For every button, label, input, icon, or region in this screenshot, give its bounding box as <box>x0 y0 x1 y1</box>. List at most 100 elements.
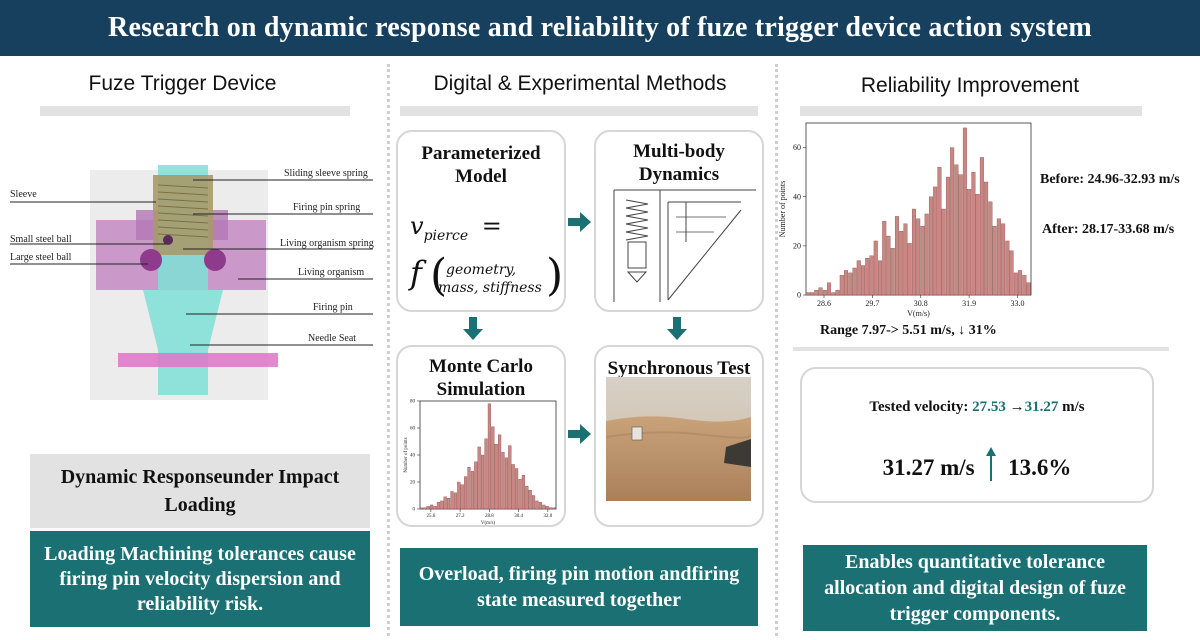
big-value-line: 31.27 m/s 13.6% <box>802 447 1152 481</box>
montecarlo-bar <box>470 471 474 510</box>
reliability-ylabel: Number of points <box>778 181 787 237</box>
label-living-organism-spring: Living organism spring <box>280 238 374 249</box>
formula-sub: pierce <box>423 227 469 244</box>
reliability-xtick-label: 28.6 <box>817 299 831 308</box>
reliability-xtick-label: 29.7 <box>865 299 879 308</box>
reliability-bar <box>996 218 1001 296</box>
reliability-bar <box>810 292 815 296</box>
reliability-ytick-label: 20 <box>793 242 801 251</box>
arrow-down-2 <box>667 317 687 340</box>
reliability-bar <box>992 226 997 296</box>
reliability-bar <box>865 257 870 296</box>
right-heading-underline <box>800 106 1142 116</box>
card-multibody-dynamics: Multi-body Dynamics <box>594 130 764 312</box>
montecarlo-ytick-label: 80 <box>410 400 416 405</box>
reliability-bar <box>1005 240 1010 296</box>
right-divider <box>793 347 1169 351</box>
formula-arg1: geometry, <box>446 262 517 278</box>
montecarlo-bar <box>511 464 515 510</box>
reliability-bar <box>814 289 819 296</box>
reliability-bar <box>971 171 976 296</box>
tested-velocity-card: Tested velocity: 27.53 →31.27 m/s 31.27 … <box>800 367 1154 503</box>
reliability-bar <box>950 147 955 296</box>
reliability-bar <box>911 208 916 296</box>
montecarlo-xtick-label: 32.0 <box>543 514 552 519</box>
label-small-steel-ball: Small steel ball <box>10 234 72 245</box>
tested-unit: m/s <box>1058 399 1085 415</box>
card4-title: Synchronous Test <box>607 358 751 379</box>
label-firing-pin: Firing pin <box>313 302 353 313</box>
reliability-bar <box>835 289 840 296</box>
montecarlo-xlabel: V(m/s) <box>481 521 496 526</box>
arrow-down-1 <box>463 317 483 340</box>
left-teal-box: Loading Machining tolerances cause firin… <box>30 531 370 627</box>
montecarlo-bar <box>464 476 468 510</box>
label-firing-pin-spring: Firing pin spring <box>293 202 360 213</box>
reliability-ytick-label: 0 <box>797 291 801 300</box>
reliability-xlabel: V(m/s) <box>907 309 930 318</box>
desert-test-photo <box>606 377 751 501</box>
montecarlo-bar <box>460 484 464 510</box>
reliability-xtick-label: 33.0 <box>1011 299 1025 308</box>
large-steel-ball-right <box>204 249 226 271</box>
montecarlo-bar <box>549 507 553 510</box>
reliability-bar <box>924 213 929 296</box>
after-range: After: 28.17-33.68 m/s <box>1042 222 1175 237</box>
montecarlo-xtick-label: 25.6 <box>427 514 436 519</box>
montecarlo-bar <box>487 403 491 510</box>
montecarlo-bar <box>515 468 519 510</box>
desert-scene <box>606 377 751 501</box>
reliability-bar <box>975 194 980 296</box>
reliability-bar <box>873 240 878 296</box>
montecarlo-bar <box>518 479 522 510</box>
multibody-sketch <box>613 189 756 302</box>
reliability-bar <box>903 223 908 296</box>
montecarlo-bar <box>535 500 539 510</box>
montecarlo-ytick-label: 0 <box>413 508 416 513</box>
reliability-bar <box>907 243 912 296</box>
montecarlo-ytick-label: 40 <box>410 454 416 459</box>
reliability-bar <box>861 265 865 296</box>
reliability-bar <box>1026 282 1031 296</box>
reliability-bar <box>928 196 933 296</box>
tested-from: 27.53 <box>972 399 1006 415</box>
montecarlo-bar <box>494 444 498 510</box>
reliability-bar <box>933 186 938 296</box>
label-needle-seat: Needle Seat <box>308 333 356 344</box>
reliability-bar <box>1013 272 1018 296</box>
dynamic-response-box: Dynamic Responseunder Impact Loading <box>30 454 370 528</box>
montecarlo-bar <box>498 434 502 510</box>
reliability-bar <box>844 270 849 296</box>
montecarlo-bar <box>453 492 457 510</box>
label-sliding-sleeve-spring: Sliding sleeve spring <box>284 168 368 179</box>
header-banner: Research on dynamic response and reliabi… <box>0 0 1200 56</box>
montecarlo-bar <box>508 445 512 510</box>
left-heading: Fuze Trigger Device <box>88 72 277 95</box>
card3-title: Monte Carlo Simulation <box>429 356 533 400</box>
reliability-ytick-label: 60 <box>793 143 801 152</box>
montecarlo-bar <box>430 504 434 510</box>
label-sleeve: Sleeve <box>10 189 37 200</box>
reliability-bar <box>839 275 844 296</box>
montecarlo-bar <box>467 467 471 510</box>
spring-coils <box>157 184 209 238</box>
montecarlo-xtick-label: 28.8 <box>485 514 494 519</box>
page-title: Research on dynamic response and reliabi… <box>108 12 1092 43</box>
montecarlo-bar <box>474 461 478 510</box>
montecarlo-bar <box>552 507 556 510</box>
reliability-bar <box>941 208 946 296</box>
formula-arg2: mass, stiffness <box>438 280 542 296</box>
tested-label: Tested velocity: <box>869 399 969 415</box>
large-steel-ball-left <box>140 249 162 271</box>
reliability-bar <box>1022 275 1027 296</box>
middle-heading-underline <box>400 106 758 116</box>
reliability-bar <box>937 167 942 296</box>
montecarlo-xtick-label: 27.2 <box>456 514 465 519</box>
reliability-bar <box>827 282 832 296</box>
before-range: Before: 24.96-32.93 m/s <box>1040 172 1180 187</box>
montecarlo-bar <box>477 446 481 510</box>
reliability-bar <box>979 157 984 296</box>
montecarlo-bar <box>491 426 495 510</box>
formula-eq: = <box>481 212 502 240</box>
